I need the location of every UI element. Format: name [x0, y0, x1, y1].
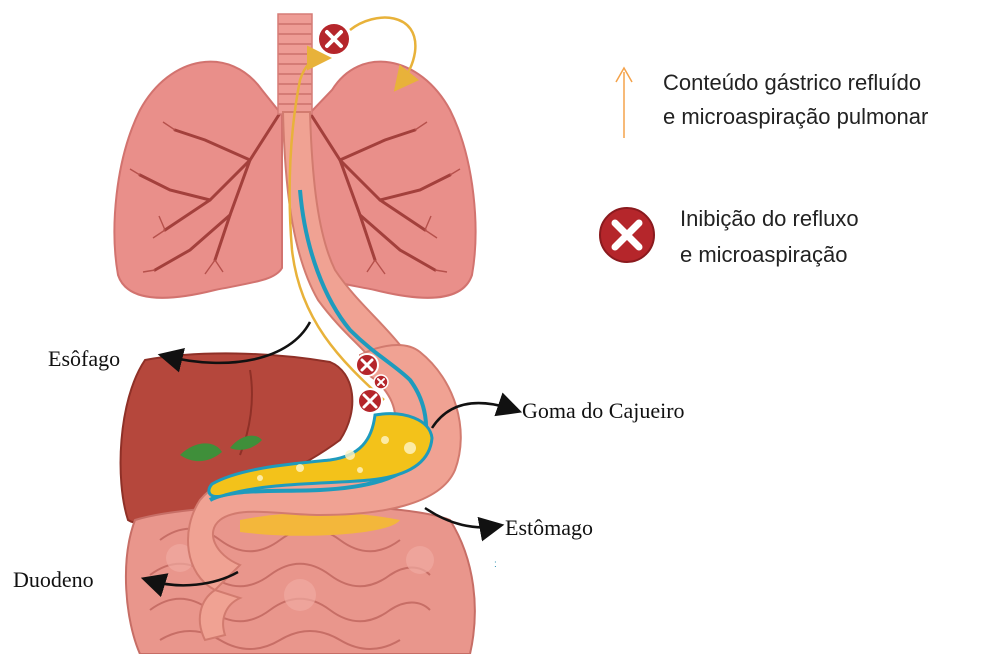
inhibit-badge-trachea — [318, 23, 350, 55]
stray-mark: : — [494, 559, 497, 570]
inhibit-badge-stomach-small — [374, 375, 388, 389]
inhibit-badge-stomach-top — [356, 354, 378, 376]
label-esofago: Esôfago — [48, 346, 120, 371]
x-circle-icon — [600, 208, 654, 262]
left-lung — [114, 62, 282, 298]
inhibit-badge-stomach-bottom — [358, 389, 382, 413]
arrow-up-icon — [616, 68, 632, 138]
legend-inhibit-line2: e microaspiração — [680, 242, 848, 267]
trachea — [278, 14, 312, 114]
legend-reflux-line2: e microaspiração pulmonar — [663, 104, 928, 129]
label-estomago: Estômago — [505, 515, 593, 540]
legend-reflux-line1: Conteúdo gástrico refluído — [663, 70, 921, 95]
right-lung — [308, 62, 476, 298]
label-duodeno: Duodeno — [13, 567, 94, 592]
legend-inhibit-line1: Inibição do refluxo — [680, 206, 859, 231]
legend: Conteúdo gástrico refluído e microaspira… — [600, 68, 928, 267]
label-goma: Goma do Cajueiro — [522, 398, 685, 423]
